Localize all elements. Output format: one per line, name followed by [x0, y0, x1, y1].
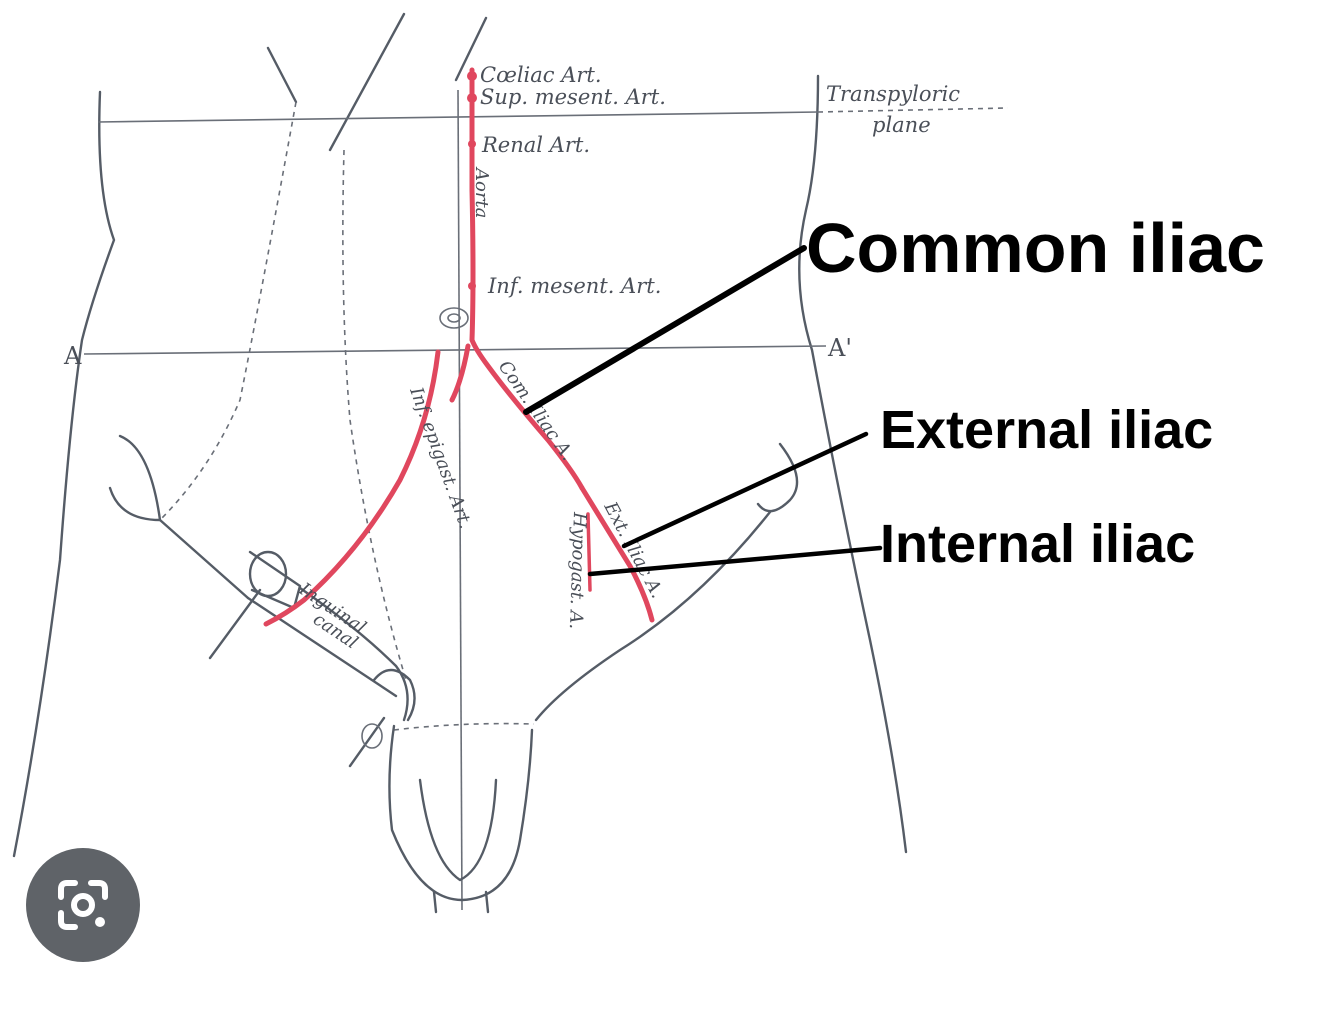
left-common-iliac-line: [449, 343, 471, 403]
inf-epigast-label: Inf. epigast. Art.: [405, 384, 476, 532]
google-lens-button[interactable]: [26, 848, 140, 962]
annotation-leaders: [523, 245, 883, 577]
hypogast-label: Hypogast. A.: [565, 511, 590, 630]
internal-iliac-leader: [587, 545, 883, 577]
coeliac-label: Cœliac Art.: [480, 63, 602, 87]
ext-iliac-label: Ext. Iliac A.: [599, 498, 668, 602]
common-iliac-annotation: Common iliac: [806, 209, 1265, 287]
inf-epigastric-line: [263, 349, 441, 627]
internal-iliac-line: [586, 512, 592, 592]
renal-label: Renal Art.: [481, 133, 590, 157]
aorta-line: [469, 67, 585, 491]
plane-label: plane: [872, 113, 931, 137]
external-iliac-annotation: External iliac: [880, 400, 1213, 460]
common-iliac-leader: [523, 245, 807, 415]
com-iliac-label: Com. Iliac A.: [494, 357, 578, 465]
a-left-label: A: [63, 342, 82, 370]
transpyloric-label: Transpyloric: [826, 82, 960, 106]
external-iliac-leader: [621, 431, 869, 549]
external-iliac-line: [579, 485, 655, 623]
sup-mesent-label: Sup. mesent. Art.: [480, 85, 666, 109]
google-lens-icon: [58, 880, 108, 930]
a-right-label: A': [827, 334, 852, 362]
inf-mesent-label: Inf. mesent. Art.: [487, 274, 661, 298]
internal-iliac-annotation: Internal iliac: [880, 514, 1195, 574]
body-outline: [12, 12, 1009, 914]
diagram-labels: Cœliac Art. Sup. mesent. Art. Renal Art.…: [63, 63, 960, 654]
arteries: [263, 67, 655, 627]
aorta-label: Aorta: [471, 166, 492, 218]
